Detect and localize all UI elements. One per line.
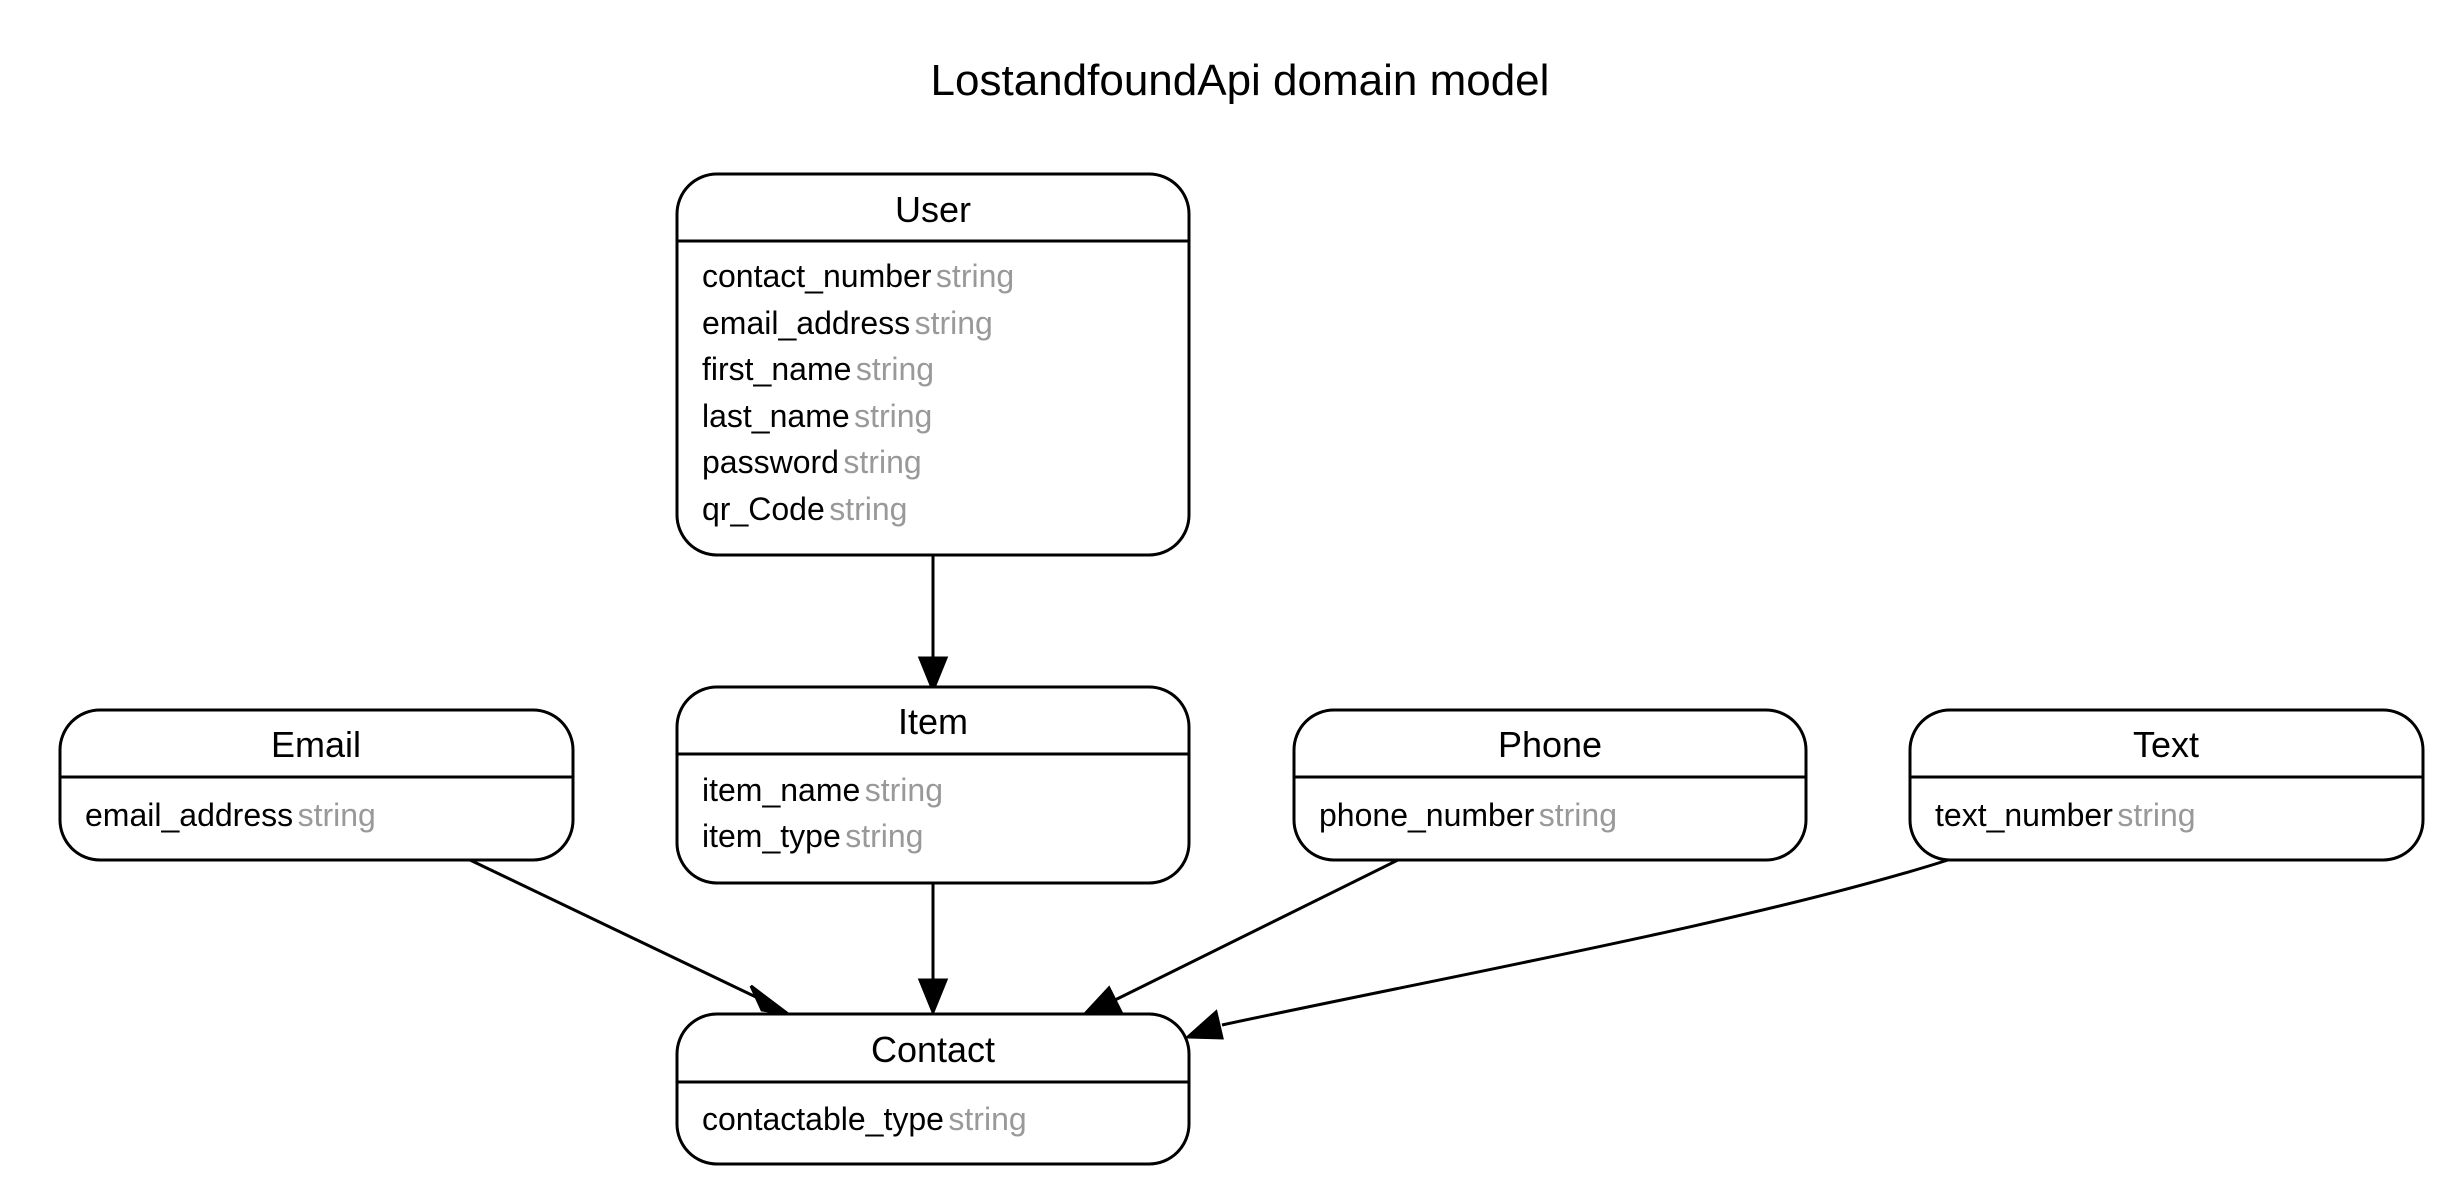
attribute-type: string [854,398,932,434]
attribute-row: last_name string [702,398,932,434]
attribute-type: string [865,772,943,808]
entity-item-box [675,685,1191,885]
entity-contact: Contact contactable_type string [675,1012,1191,1166]
entity-item: Item item_name string item_type string [675,685,1191,885]
attribute-name: first_name [702,351,851,387]
entity-phone-box [1292,708,1808,862]
edges [469,555,1949,1040]
attribute-name: contact_number [702,258,932,294]
entity-contact-box [675,1012,1191,1166]
attribute-row: item_type string [702,818,923,854]
entity-text-name: Text [2133,724,2199,765]
attribute-type: string [829,491,907,527]
entity-user-name: User [895,189,971,230]
entity-user-box [675,172,1191,557]
attribute-name: qr_Code [702,491,825,527]
attribute-row: contactable_type string [702,1101,1027,1137]
attribute-type: string [845,818,923,854]
attribute-name: item_type [702,818,841,854]
entity-email: Email email_address string [58,708,575,862]
entity-email-name: Email [271,724,361,765]
edge-text-contact [1184,858,1949,1040]
entity-text-box [1908,708,2425,862]
attribute-row: contact_number string [702,258,1014,294]
attribute-row: item_name string [702,772,943,808]
entity-item-name: Item [898,701,968,742]
attribute-row: email_address string [85,797,376,833]
entity-phone-name: Phone [1498,724,1602,765]
attribute-name: password [702,444,839,480]
attribute-row: password string [702,444,922,480]
attribute-type: string [915,305,993,341]
edge-item-contact [917,883,949,1016]
attribute-name: text_number [1935,797,2113,833]
entity-user: User contact_number string email_address… [675,172,1191,557]
attribute-name: email_address [85,797,293,833]
attribute-name: email_address [702,305,910,341]
attribute-row: qr_Code string [702,491,907,527]
attribute-type: string [2117,797,2195,833]
attribute-name: contactable_type [702,1101,944,1137]
entity-text: Text text_number string [1908,708,2425,862]
attribute-type: string [936,258,1014,294]
attribute-name: item_name [702,772,860,808]
entity-phone: Phone phone_number string [1292,708,1808,862]
attribute-type: string [298,797,376,833]
attribute-name: last_name [702,398,850,434]
attribute-type: string [1539,797,1617,833]
entity-contact-name: Contact [871,1029,995,1070]
edge-email-contact [469,858,789,1016]
diagram-title: LostandfoundApi domain model [931,56,1550,105]
entity-email-box [58,708,575,862]
edge-user-item [917,555,949,694]
attribute-row: text_number string [1935,797,2196,833]
attribute-name: phone_number [1319,797,1535,833]
attribute-type: string [856,351,934,387]
attribute-type: string [843,444,921,480]
attribute-type: string [948,1101,1026,1137]
attribute-row: phone_number string [1319,797,1617,833]
attribute-row: email_address string [702,305,993,341]
attribute-row: first_name string [702,351,934,387]
